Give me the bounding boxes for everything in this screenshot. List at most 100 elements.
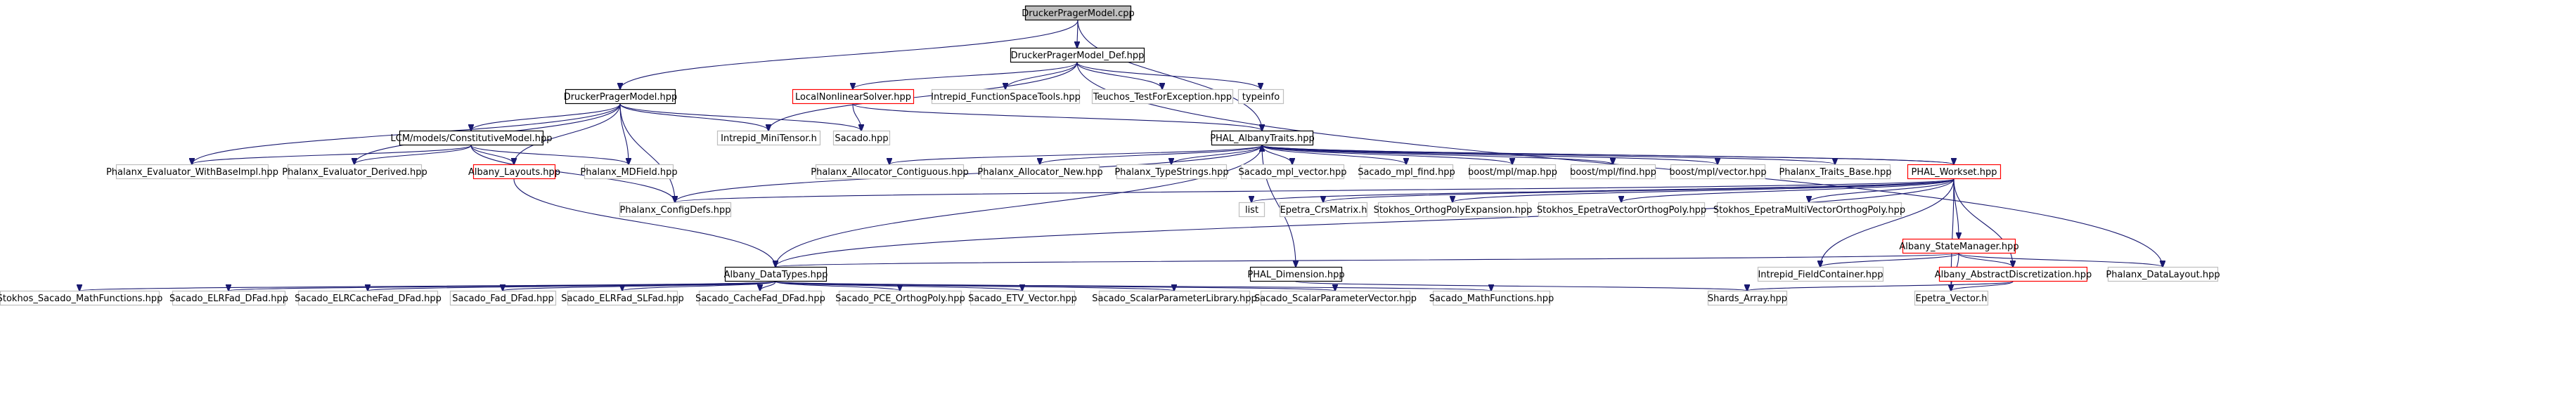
- node-label: Sacado_mpl_find.hpp: [1358, 167, 1455, 178]
- node-label: Sacado_ELRFad_DFad.hpp: [169, 294, 288, 304]
- graph-node[interactable]: Albany_StateManager.hpp: [1899, 238, 2019, 254]
- dependency-edge: [470, 145, 629, 164]
- node-box: [0, 290, 160, 306]
- graph-node: Epetra_CrsMatrix.h: [1279, 202, 1368, 218]
- node-label: boost/mpl/vector.hpp: [1669, 167, 1766, 178]
- node-label: boost/mpl/map.hpp: [1468, 167, 1557, 178]
- node-box: [716, 130, 821, 146]
- node-box: [1024, 5, 1132, 21]
- dependency-edge: [1621, 178, 1954, 202]
- dependency-edge: [853, 62, 1078, 89]
- graph-node[interactable]: Albany_Layouts.hpp: [468, 164, 560, 180]
- dependency-edge: [1953, 178, 2013, 267]
- node-box: [1091, 88, 1234, 105]
- dependency-edge: [619, 103, 675, 202]
- node-layer: DruckerPragerModel.cppDruckerPragerModel…: [0, 5, 2220, 306]
- graph-node: Intrepid_MiniTensor.h: [716, 130, 821, 146]
- dependency-edge: [675, 178, 1954, 202]
- graph-node[interactable]: PHAL_Dimension.hpp: [1247, 266, 1345, 282]
- node-box: [1469, 164, 1557, 180]
- dependency-edge: [1261, 145, 1512, 164]
- node-box: [724, 266, 827, 282]
- dependency-edge: [1261, 145, 1835, 164]
- graph-node: Phalanx_Traits_Base.hpp: [1779, 164, 1892, 180]
- node-box: [980, 164, 1100, 180]
- graph-node[interactable]: Albany_DataTypes.hpp: [724, 266, 828, 282]
- dependency-edge: [775, 281, 900, 291]
- node-label: typeinfo: [1242, 92, 1280, 103]
- node-box: [1260, 290, 1411, 306]
- node-label: Stokhos_OrthogPolyExpansion.hpp: [1374, 205, 1533, 216]
- node-label: Intrepid_MiniTensor.h: [721, 133, 817, 144]
- node-label: Sacado_PCE_OrthogPoly.hpp: [835, 294, 965, 304]
- graph-node[interactable]: PHAL_AlbanyTraits.hpp: [1210, 130, 1315, 146]
- graph-node: Intrepid_FunctionSpaceTools.hpp: [931, 88, 1081, 105]
- node-box: [1707, 290, 1788, 306]
- graph-node[interactable]: Albany_AbstractDiscretization.hpp: [1935, 266, 2092, 282]
- graph-node: Stokhos_EpetraMultiVectorOrthogPoly.hpp: [1713, 202, 1905, 218]
- node-box: [1914, 290, 1989, 306]
- graph-node[interactable]: DruckerPragerModel.cpp: [1022, 5, 1135, 21]
- dependency-edge: [775, 281, 1491, 291]
- graph-node[interactable]: LCM/models/ConstitutiveModel.hpp: [391, 130, 553, 146]
- dependency-edge: [1171, 145, 1263, 164]
- node-box: [698, 290, 823, 306]
- dependency-edge: [470, 145, 675, 202]
- node-label: Sacado_mpl_vector.hpp: [1239, 167, 1347, 178]
- node-box: [1010, 47, 1145, 63]
- dependency-edge: [619, 103, 629, 164]
- node-box: [1237, 88, 1284, 105]
- graph-node: Phalanx_MDField.hpp: [580, 164, 678, 180]
- graph-node: Sacado_Fad_DFad.hpp: [449, 290, 557, 306]
- node-label: DruckerPragerModel.cpp: [1022, 8, 1134, 19]
- node-box: [1377, 202, 1528, 218]
- node-label: PHAL_AlbanyTraits.hpp: [1210, 133, 1315, 144]
- node-box: [584, 164, 674, 180]
- dependency-edge: [1251, 178, 1954, 202]
- graph-node: Sacado_mpl_find.hpp: [1358, 164, 1455, 180]
- node-label: Sacado.hpp: [835, 133, 888, 144]
- node-label: Phalanx_Evaluator_WithBaseImpl.hpp: [106, 167, 278, 178]
- node-label: Stokhos_Sacado_MathFunctions.hpp: [0, 294, 162, 304]
- dependency-edge: [768, 62, 1078, 131]
- graph-node: Teuchos_TestForException.hpp: [1091, 88, 1234, 105]
- graph-node[interactable]: PHAL_Workset.hpp: [1907, 164, 2002, 180]
- node-box: [1098, 290, 1251, 306]
- graph-node: boost/mpl/find.hpp: [1570, 164, 1656, 180]
- node-box: [172, 290, 286, 306]
- dependency-edge: [1951, 281, 2014, 291]
- node-label: Sacado_ETV_Vector.hpp: [968, 294, 1077, 304]
- graph-node[interactable]: DruckerPragerModel_Def.hpp: [1010, 47, 1145, 63]
- dependency-edge: [1005, 62, 1078, 89]
- dependency-edge: [1261, 145, 1406, 164]
- node-label: Sacado_Fad_DFad.hpp: [452, 294, 553, 304]
- node-label: Shards_Array.hpp: [1708, 294, 1787, 304]
- node-box: [1240, 164, 1345, 180]
- dependency-edge: [192, 145, 472, 164]
- node-box: [1359, 164, 1454, 180]
- node-box: [815, 164, 965, 180]
- node-label: Albany_AbstractDiscretization.hpp: [1935, 270, 2092, 280]
- graph-node: Phalanx_Evaluator_WithBaseImpl.hpp: [106, 164, 278, 180]
- graph-node: Phalanx_Allocator_New.hpp: [977, 164, 1103, 180]
- edge-layer: [79, 20, 2163, 291]
- node-box: [472, 164, 556, 180]
- node-box: [970, 290, 1076, 306]
- dependency-edge: [760, 281, 776, 291]
- node-label: Stokhos_EpetraMultiVectorOrthogPoly.hpp: [1713, 205, 1905, 216]
- node-label: Phalanx_Traits_Base.hpp: [1779, 167, 1892, 178]
- graph-node: Sacado_CacheFad_DFad.hpp: [695, 290, 825, 306]
- node-label: DruckerPragerModel.hpp: [564, 92, 678, 103]
- dependency-edge: [1323, 178, 1954, 202]
- node-label: LCM/models/ConstitutiveModel.hpp: [391, 133, 553, 144]
- graph-node[interactable]: DruckerPragerModel.hpp: [564, 88, 678, 105]
- node-label: Albany_DataTypes.hpp: [724, 270, 828, 280]
- dependency-edge: [1295, 281, 1747, 291]
- node-label: Phalanx_MDField.hpp: [580, 167, 677, 178]
- node-label: list: [1245, 205, 1258, 216]
- node-label: Phalanx_TypeStrings.hpp: [1114, 167, 1228, 178]
- graph-node[interactable]: LocalNonlinearSolver.hpp: [792, 88, 915, 105]
- dependency-edge: [503, 281, 776, 291]
- dependency-edge: [1261, 145, 1718, 164]
- node-box: [2107, 266, 2219, 282]
